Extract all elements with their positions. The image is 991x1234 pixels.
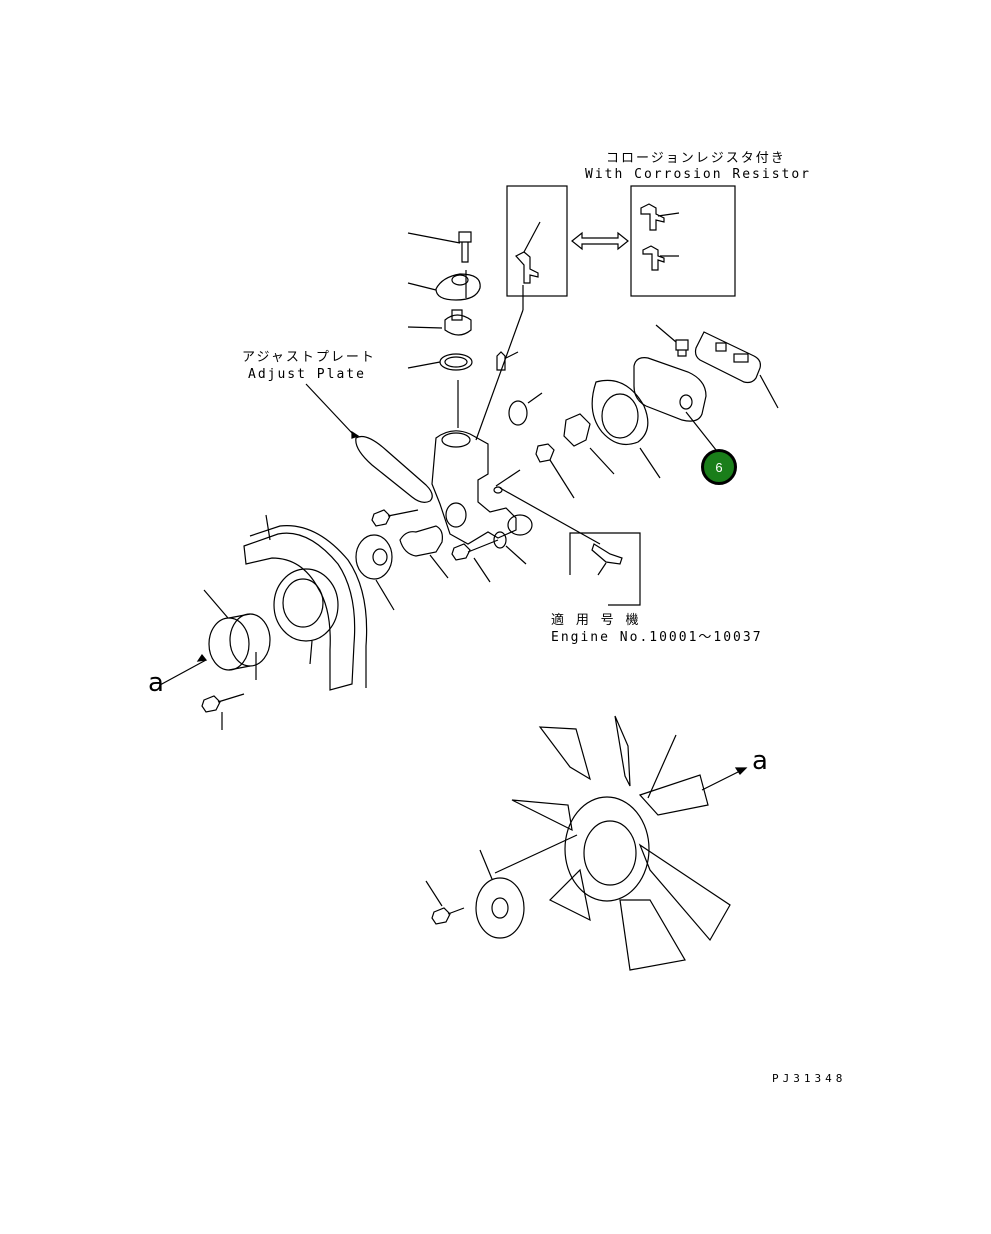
- adjust-plate-label-jp: アジャストプレート: [242, 350, 376, 365]
- impeller: [563, 413, 615, 475]
- spacer-bolt: [201, 652, 257, 730]
- adjust-plate: [305, 383, 433, 503]
- o-ring: [508, 392, 543, 426]
- pump-washer: [493, 531, 527, 565]
- pump-bolt: [451, 539, 499, 583]
- breather-plug: [496, 351, 519, 371]
- corrosion-resistor-label-jp: コロージョンレジスタ付き: [606, 151, 786, 166]
- view-reference-a-right: a: [752, 746, 768, 776]
- adjust-plate-label-en: Adjust Plate: [248, 367, 366, 382]
- pump-hub: [355, 534, 395, 611]
- water-pump-body: [431, 285, 533, 545]
- fan-bolt: [425, 880, 465, 925]
- callout-number: 6: [715, 459, 723, 475]
- engine-applicability-label-jp: 適 用 号 機: [551, 613, 641, 628]
- thermostat-cover: [407, 270, 481, 301]
- mounting-bolt: [655, 324, 689, 357]
- sensor-detail-box: [499, 487, 641, 606]
- cover-gasket: [694, 331, 779, 409]
- tensioner-stud: [399, 525, 449, 579]
- view-reference-a-left: a: [148, 668, 164, 698]
- pump-back-plate: [633, 357, 721, 456]
- double-arrow-icon: [571, 231, 629, 251]
- bracket-bolt: [371, 509, 419, 527]
- fan-pulley: [273, 568, 339, 665]
- pump-nut: [535, 443, 575, 499]
- thermostat-bolt: [407, 231, 472, 263]
- callout-badge-6[interactable]: 6: [701, 449, 737, 485]
- thermostat-seal: [407, 353, 473, 371]
- corrosion-resistor-label-en: With Corrosion Resistor: [585, 167, 812, 182]
- cooling-fan: [494, 715, 748, 971]
- thermostat: [407, 309, 472, 336]
- thermostat-detail-box: [506, 185, 568, 297]
- engine-number-range-label: Engine No.10001～10037: [551, 630, 763, 645]
- fan-spacer-plate: [475, 849, 525, 939]
- fan-spacer: [159, 589, 271, 686]
- fan-belt: [243, 514, 368, 691]
- drawing-code: PJ31348: [772, 1072, 847, 1085]
- pump-gasket: [591, 379, 661, 479]
- corrosion-resistor-detail-box: [630, 185, 736, 297]
